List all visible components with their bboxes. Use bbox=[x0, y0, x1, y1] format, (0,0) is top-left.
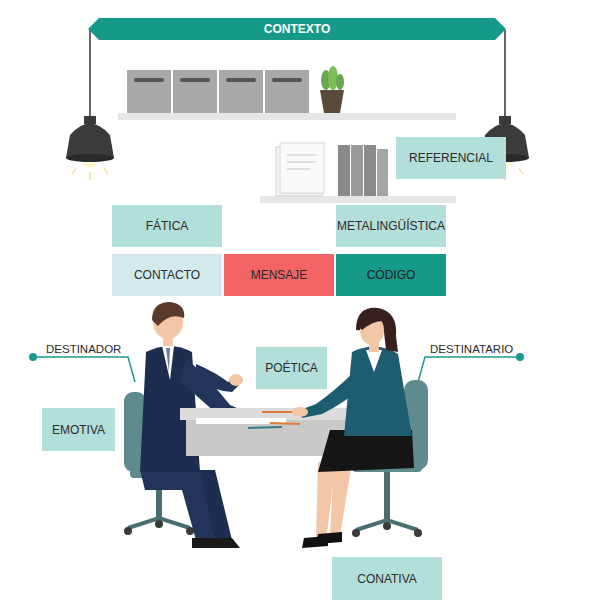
node-label: FÁTICA bbox=[146, 219, 189, 233]
leader-line bbox=[418, 353, 524, 382]
element-box: MENSAJE bbox=[224, 254, 334, 296]
context-band: CONTEXTO bbox=[88, 18, 506, 40]
node-label: POÉTICA bbox=[265, 361, 318, 375]
lamp bbox=[66, 116, 114, 180]
function-box: FÁTICA bbox=[112, 205, 222, 247]
function-box: EMOTIVA bbox=[42, 408, 115, 451]
node-label: REFERENCIAL bbox=[409, 151, 493, 165]
role-label: DESTINADOR bbox=[46, 342, 121, 356]
woman-figure bbox=[292, 308, 414, 548]
lamp-cord bbox=[89, 30, 91, 118]
node-label: CONTACTO bbox=[134, 268, 200, 282]
function-box: CONATIVA bbox=[332, 557, 442, 600]
upper-shelf bbox=[118, 66, 456, 120]
node-label: MENSAJE bbox=[251, 268, 308, 282]
element-box: CÓDIGO bbox=[336, 254, 446, 296]
band-shape bbox=[88, 18, 506, 40]
leader-line bbox=[29, 353, 135, 382]
function-box: METALINGÜÍSTICA bbox=[336, 205, 446, 247]
node-label: CONATIVA bbox=[357, 572, 417, 586]
node-label: EMOTIVA bbox=[52, 423, 105, 437]
element-box: CONTACTO bbox=[112, 254, 222, 296]
node-label: CONTEXTO bbox=[264, 22, 330, 36]
role-label: DESTINATARIO bbox=[430, 342, 513, 356]
function-box: POÉTICA bbox=[256, 347, 327, 389]
lamp-cord bbox=[504, 30, 506, 118]
node-label: METALINGÜÍSTICA bbox=[337, 219, 445, 233]
node-label: CÓDIGO bbox=[367, 268, 416, 282]
function-box: REFERENCIAL bbox=[396, 137, 506, 179]
